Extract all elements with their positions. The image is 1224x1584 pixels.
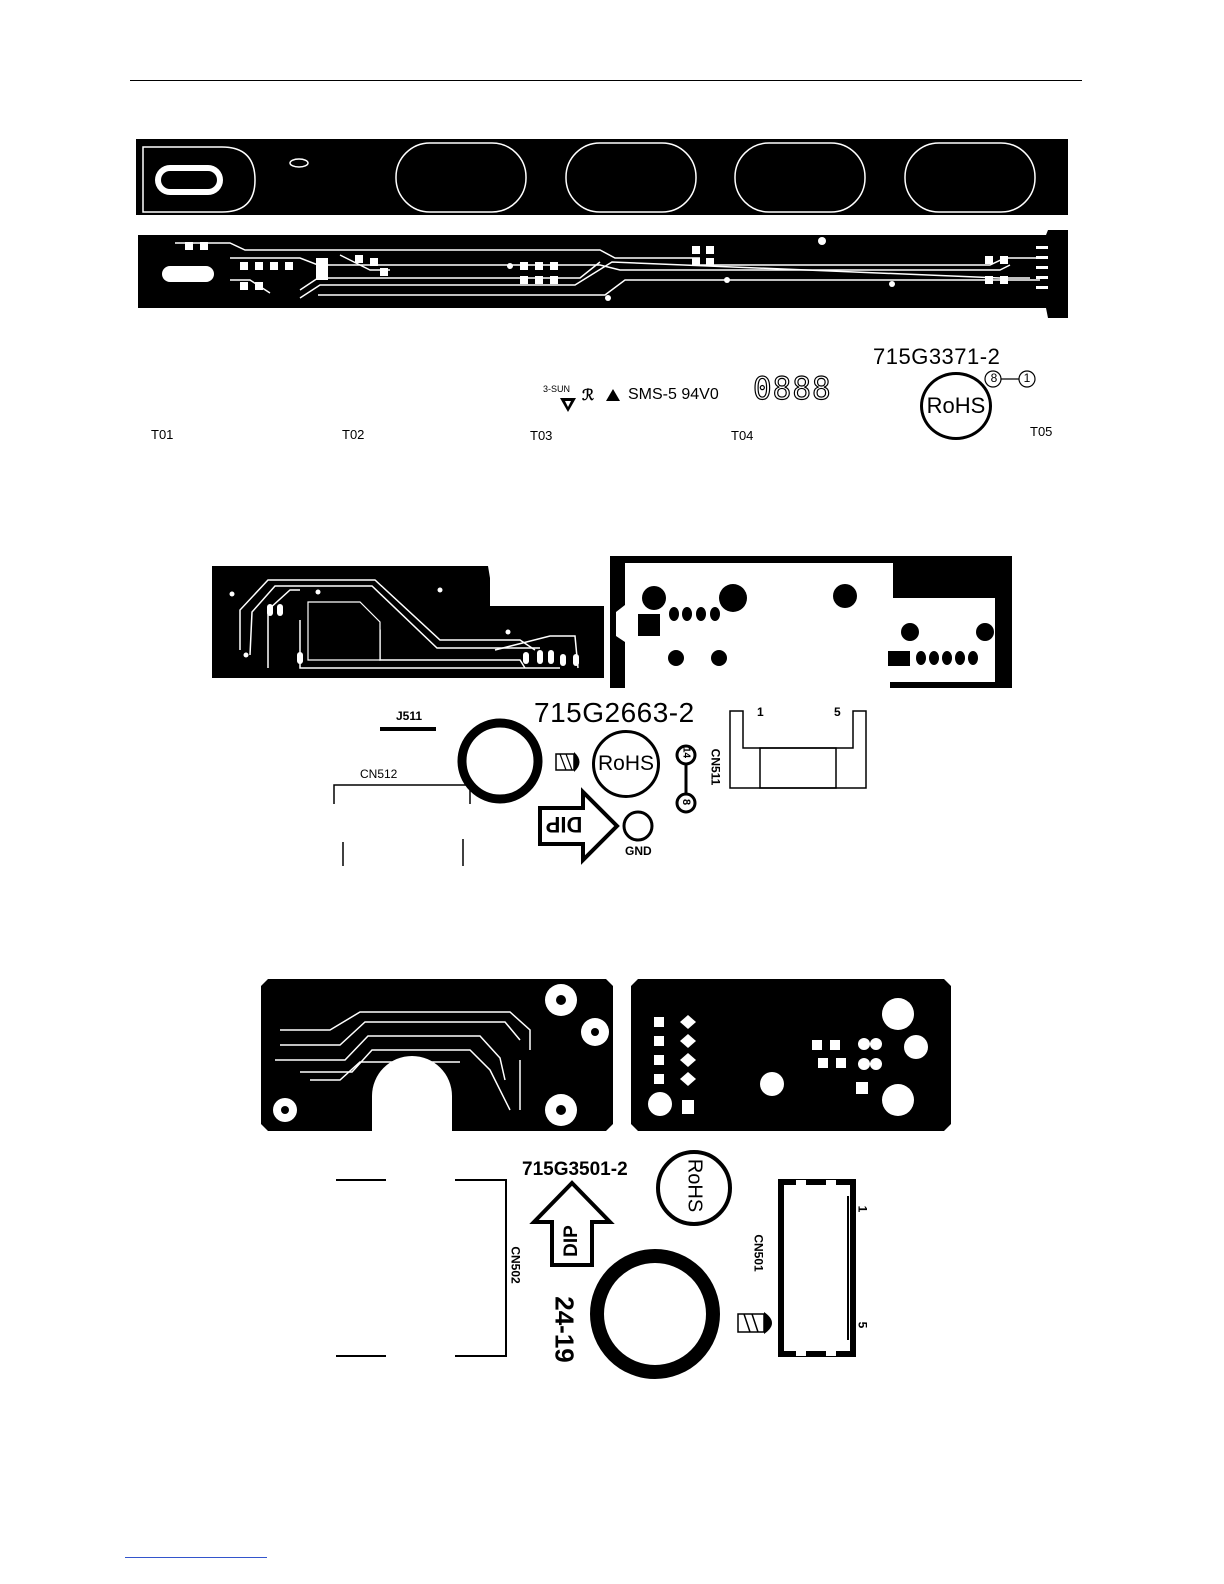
board3-cn501-label: CN501 — [752, 1234, 766, 1271]
board3-rohs-text: RoHS — [683, 1157, 706, 1215]
screw-icon — [738, 1312, 772, 1334]
board3-model-label: 715G3501-2 — [522, 1159, 628, 1181]
board3-size-label: 24-19 — [549, 1285, 580, 1375]
board3-silkscreen — [0, 0, 1224, 1400]
board3-cn502-label: CN502 — [509, 1246, 523, 1283]
board3-pin1-label: 1 — [855, 1206, 869, 1213]
footer-link-rule — [125, 1557, 267, 1558]
board3-pin5-label: 5 — [855, 1322, 869, 1329]
board3-dip-label: DIP — [561, 1219, 583, 1263]
